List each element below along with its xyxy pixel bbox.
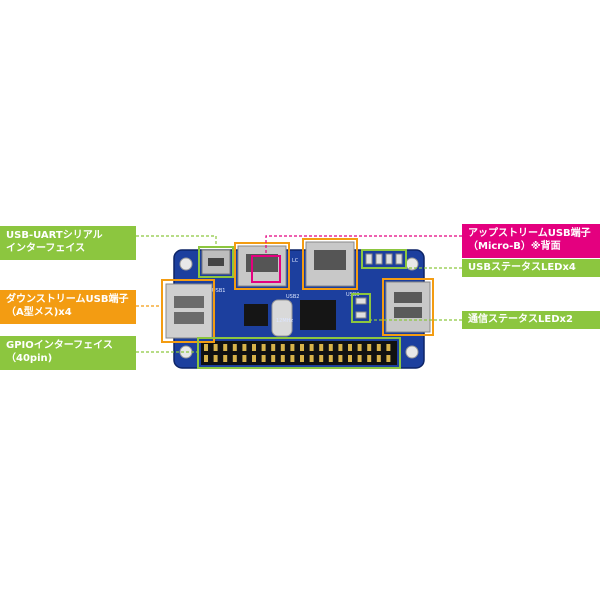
ic-uart [244,304,268,326]
callout-gpio: GPIOインターフェイス （40pin) [0,336,136,370]
silk-usb2: USB2 [286,294,299,300]
gpio-pin [338,344,343,351]
callout-usb-uart-line2: インターフェイス [6,243,86,254]
gpio-pin [252,344,256,351]
highlight-comm-led [351,293,371,323]
highlight-downstream [382,278,434,336]
usb-status-led [375,253,383,265]
usb-status-led [365,253,373,265]
gpio-pin [271,344,276,351]
gpio-pin [357,355,362,362]
callout-upstream-usb: アップストリームUSB端子 （Micro-B）※背面 [462,224,600,258]
gpio-pin [290,355,295,362]
gpio-pin [300,355,304,362]
gpio-pin [328,344,333,351]
gpio-pin [290,344,295,351]
usb-status-led [395,253,403,265]
callout-gpio-line1: GPIOインターフェイス [6,340,113,351]
gpio-pin [319,344,324,351]
gpio-header [201,341,397,365]
gpio-pin [204,355,208,362]
highlight-usb-led [361,249,407,269]
gpio-pin [242,355,247,362]
mounting-hole [179,257,193,271]
gpio-pin [348,344,352,351]
gpio-pin [386,355,391,362]
callout-downstream-line1: ダウンストリームUSB端子 [6,294,129,305]
callout-usb-uart-line1: USB-UARTシリアル [6,230,103,241]
highlight-downstream [161,279,215,343]
highlight-downstream [302,238,358,290]
callout-downstream-usb: ダウンストリームUSB端子 （A型メス)x4 [0,290,136,324]
gpio-pin [309,344,314,351]
gpio-pin [367,344,372,351]
usb-status-led [385,253,393,265]
gpio-pin [357,344,362,351]
crystal-label: 12MHz [276,318,293,324]
gpio-pin [242,344,247,351]
gpio-pin [367,355,372,362]
gpio-pin [328,355,333,362]
gpio-pin [280,344,285,351]
highlight-gpio [197,337,401,369]
gpio-pin [376,355,381,362]
gpio-pin [232,355,237,362]
leader-upstream [265,235,462,256]
gpio-pin [261,355,266,362]
gpio-pin [232,344,237,351]
comm-status-led [355,311,367,319]
callout-usb-status-led: USBステータスLEDx4 [462,259,600,277]
gpio-pin [271,355,276,362]
comm-status-led [355,297,367,305]
gpio-pin [223,355,228,362]
gpio-pin [309,355,314,362]
callout-usb-led-line1: USBステータスLEDx4 [468,262,576,273]
callout-comm-status-led: 通信ステータスLEDx2 [462,311,600,329]
gpio-pin [280,355,285,362]
gpio-pin [338,355,343,362]
callout-upstream-line2: （Micro-B）※背面 [468,241,561,252]
gpio-pin [348,355,352,362]
usb-a-port-left [165,283,213,339]
callout-usb-uart: USB-UARTシリアル インターフェイス [0,226,136,260]
gpio-pin [204,344,208,351]
gpio-pin [376,344,381,351]
ic-hub [300,300,336,330]
gpio-pin [261,344,266,351]
highlight-downstream [234,242,290,290]
gpio-pin [300,344,304,351]
gpio-pin [252,355,256,362]
silk-logo: LC [292,258,299,264]
crystal [271,299,293,337]
gpio-pin [386,344,391,351]
mounting-hole [405,345,419,359]
gpio-pin [213,355,218,362]
leader-uart [136,235,217,247]
silk-usb1: USB1 [212,288,225,294]
callout-upstream-line1: アップストリームUSB端子 [468,228,591,239]
callout-downstream-line2: （A型メス)x4 [6,307,72,318]
callout-gpio-line2: （40pin) [6,353,53,364]
gpio-pin [213,344,218,351]
gpio-pin [319,355,324,362]
callout-comm-led-line1: 通信ステータスLEDx2 [468,314,573,325]
gpio-pin [223,344,228,351]
